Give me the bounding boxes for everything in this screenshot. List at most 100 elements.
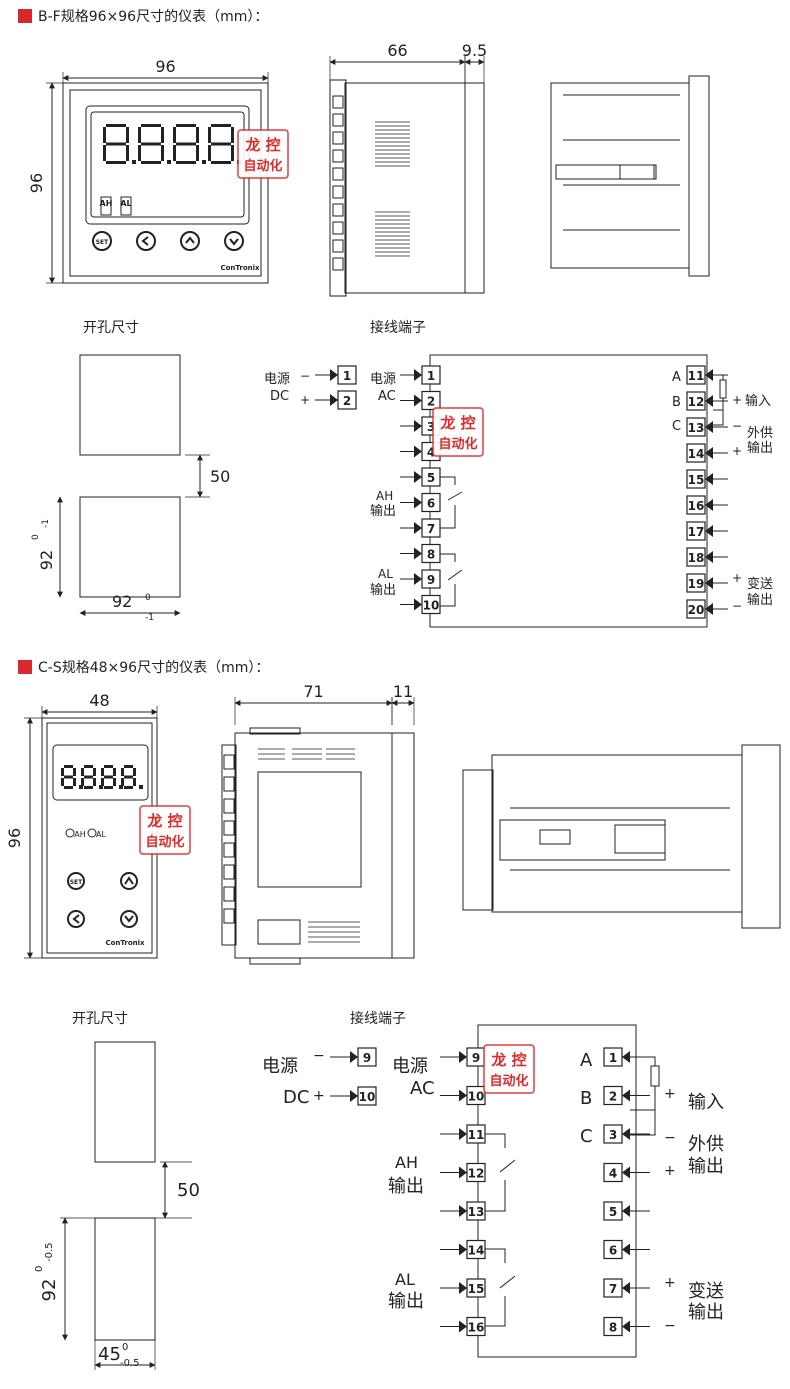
terminal-arrow: [414, 369, 422, 381]
s2-left-terminal-12: 12: [459, 1162, 486, 1183]
s1-right-transmit-plus: +: [732, 571, 742, 585]
terminal-number: 6: [427, 497, 435, 511]
s2-cutout-top: [94, 1041, 156, 1163]
s2-dim-width-value: 48: [89, 691, 109, 710]
segment: [124, 765, 133, 768]
segment: [104, 775, 113, 779]
segment: [141, 124, 161, 127]
s2-al-relay: [485, 1248, 516, 1327]
segment: [113, 768, 116, 776]
segment: [93, 778, 96, 786]
terminal-number: 7: [609, 1282, 617, 1296]
segment: [133, 768, 136, 776]
s2-left-ac: AC: [410, 1078, 435, 1099]
terminal-arrow: [705, 447, 713, 459]
s1-left-icon: [141, 236, 149, 246]
s2-right-terminal-5: 5: [603, 1201, 630, 1221]
terminal-number: 3: [609, 1128, 617, 1142]
s2-right-input: 输入: [688, 1092, 724, 1113]
s1-front-inner: [69, 89, 262, 277]
s2-cut-w-tol-bottom: -0.5: [120, 1358, 140, 1369]
s1-left-terminal-10: 10: [414, 594, 441, 615]
section1-title: B-F规格96×96尺寸的仪表（mm）：: [38, 9, 269, 25]
s2-cut-h-value: 92: [39, 1279, 60, 1302]
s2-side-terminals: [221, 744, 237, 946]
segment: [176, 142, 196, 146]
terminal-number: 1: [609, 1051, 617, 1065]
terminal-arrow: [705, 473, 713, 485]
terminal-arrow: [459, 1205, 467, 1217]
terminal-arrow: [459, 1089, 467, 1102]
s1-ext-power-label: 电源: [264, 372, 290, 387]
s1-down-icon: [229, 238, 239, 246]
terminal-number: 19: [688, 577, 705, 591]
s2-top-clip-tab: [539, 829, 571, 845]
segment: [141, 161, 161, 164]
s2-dim-bezel-value: 11: [393, 682, 413, 701]
segment: [173, 145, 176, 161]
terminal-arrow: [705, 421, 713, 433]
s2-cut-h-tol-bottom: -0.5: [44, 1242, 55, 1262]
s2-cut-w-tol-top: 0: [122, 1342, 128, 1353]
s1-left-terminal-5: 5: [414, 467, 441, 487]
terminal-arrow: [414, 547, 422, 560]
s2-right-terminal-2: 2: [603, 1085, 630, 1106]
terminal-arrow: [414, 598, 422, 611]
s1-indicator-al: AL: [120, 199, 131, 208]
s2-left-power: 电源: [392, 1056, 428, 1077]
terminal-number: 6: [609, 1244, 617, 1258]
segment: [106, 142, 126, 146]
watermark-line1: 龙 控: [244, 136, 280, 154]
watermark-line2: 自动化: [243, 158, 282, 174]
segment: [161, 145, 164, 161]
s1-digit-4: [208, 124, 241, 164]
terminal-arrow: [622, 1282, 630, 1294]
s2-right-terminal-4: 4: [603, 1162, 630, 1183]
terminal-number: 12: [688, 395, 705, 409]
s2-top-clip: [499, 819, 666, 861]
terminal-arrow: [330, 394, 338, 406]
s2-left-terminal-10: 10: [459, 1085, 486, 1106]
segment: [104, 786, 113, 789]
terminal-number: 18: [688, 551, 705, 565]
s2-side-terminal: [223, 776, 235, 792]
s1-side-terminal: [332, 131, 344, 145]
s2-right-supply-out: 输出: [688, 1156, 724, 1177]
s2-side-clip-bottom: [249, 957, 301, 965]
terminal-number: 8: [609, 1321, 617, 1335]
s2-cutout-label: 开孔尺寸: [72, 1011, 128, 1027]
decimal-point: [139, 785, 143, 789]
s1-side-terminal: [332, 95, 344, 109]
terminal-number: 11: [688, 369, 705, 383]
s2-right-C: C: [580, 1126, 593, 1147]
s1-left-ah-out: 输出: [370, 503, 396, 519]
s2-ext-plus: +: [313, 1088, 325, 1104]
segment: [106, 124, 126, 127]
s1-cut-h-tol-top: 0: [31, 534, 41, 540]
terminal-arrow: [705, 369, 713, 381]
s2-indicator-ah: AH: [74, 830, 86, 839]
s2-right-terminal-1: 1: [603, 1047, 630, 1067]
segment: [176, 124, 196, 127]
s1-side-body: [344, 82, 466, 294]
s2-side-body: [234, 732, 393, 959]
terminal-arrow: [459, 1282, 467, 1294]
s2-digit-3: [101, 765, 123, 789]
section1-square-icon: [18, 9, 32, 23]
s2-right-supply-minus: −: [664, 1130, 676, 1146]
s2-right-A: A: [580, 1050, 593, 1071]
s2-side-clip-top: [249, 727, 301, 735]
s1-top-bezel: [688, 75, 710, 277]
terminal-number: 15: [688, 473, 705, 487]
s2-right-terminal-3: 3: [603, 1124, 630, 1144]
terminal-number: 13: [688, 421, 705, 435]
terminal-number: 16: [688, 499, 705, 513]
section1-header: B-F规格96×96尺寸的仪表（mm）：: [18, 6, 268, 26]
s2-right-transmit: 变送: [688, 1281, 724, 1302]
s2-side-bezel: [391, 732, 415, 959]
s2-side-terminal: [223, 842, 235, 858]
s2-right-transmit-minus: −: [664, 1318, 676, 1334]
s1-dim-bezel-value: 9.5: [462, 41, 487, 60]
segment: [141, 142, 161, 146]
